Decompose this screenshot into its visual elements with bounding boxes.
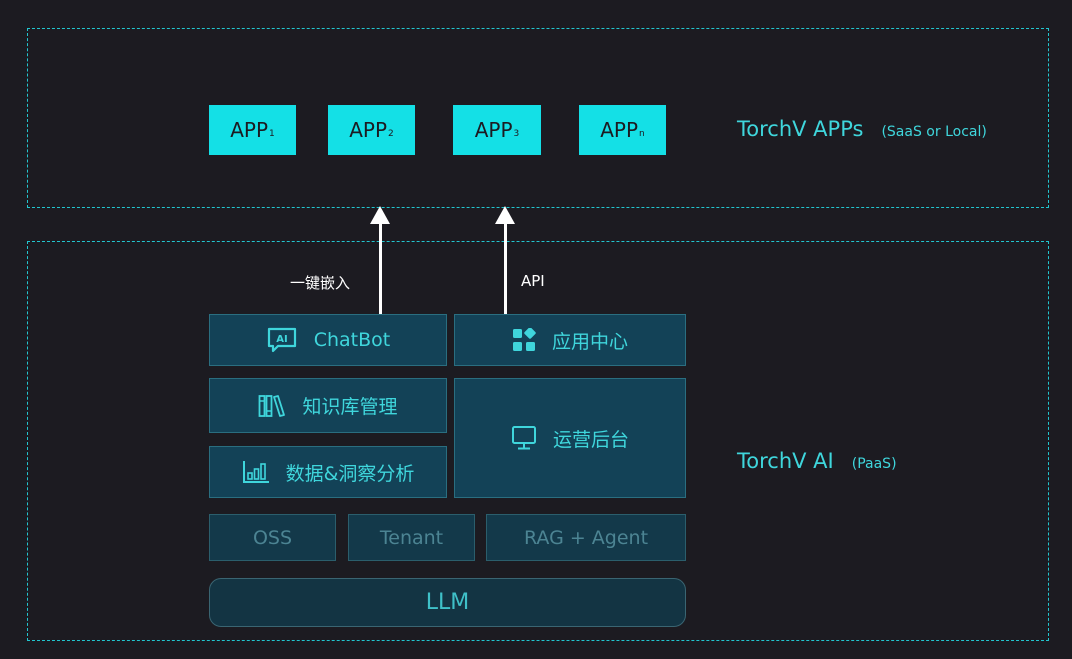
embed-arrow-line (379, 222, 382, 314)
apps-zone-label-paren: (SaaS or Local) (881, 124, 987, 140)
apps-zone-label: TorchV APPs(SaaS or Local) (737, 117, 987, 141)
bar-chart-icon (242, 460, 270, 484)
apps-grid-icon (512, 328, 536, 352)
api-arrow-head (495, 206, 515, 224)
api-arrow-label: API (521, 272, 545, 290)
monitor-icon (511, 425, 537, 451)
apps-zone (27, 28, 1049, 208)
oss-module: OSS (209, 514, 336, 561)
ai-chat-icon: AI (266, 327, 298, 353)
ai-zone-label: TorchV AI(PaaS) (737, 449, 897, 473)
ai-zone-label-paren: (PaaS) (851, 456, 897, 472)
api-arrow-line (504, 222, 507, 314)
knowledge-module: 知识库管理 (209, 378, 447, 433)
rag-agent-module: RAG + Agent (486, 514, 686, 561)
ai-zone (27, 241, 1049, 641)
chatbot-module: AI ChatBot (209, 314, 447, 366)
tenant-module: Tenant (348, 514, 475, 561)
analytics-module: 数据&洞察分析 (209, 446, 447, 498)
ops-module: 运营后台 (454, 378, 686, 498)
svg-text:AI: AI (276, 334, 287, 345)
books-icon (258, 394, 286, 418)
llm-module: LLM (209, 578, 686, 627)
embed-arrow-head (370, 206, 390, 224)
app-center-module: 应用中心 (454, 314, 686, 366)
embed-arrow-label: 一键嵌入 (290, 274, 351, 292)
